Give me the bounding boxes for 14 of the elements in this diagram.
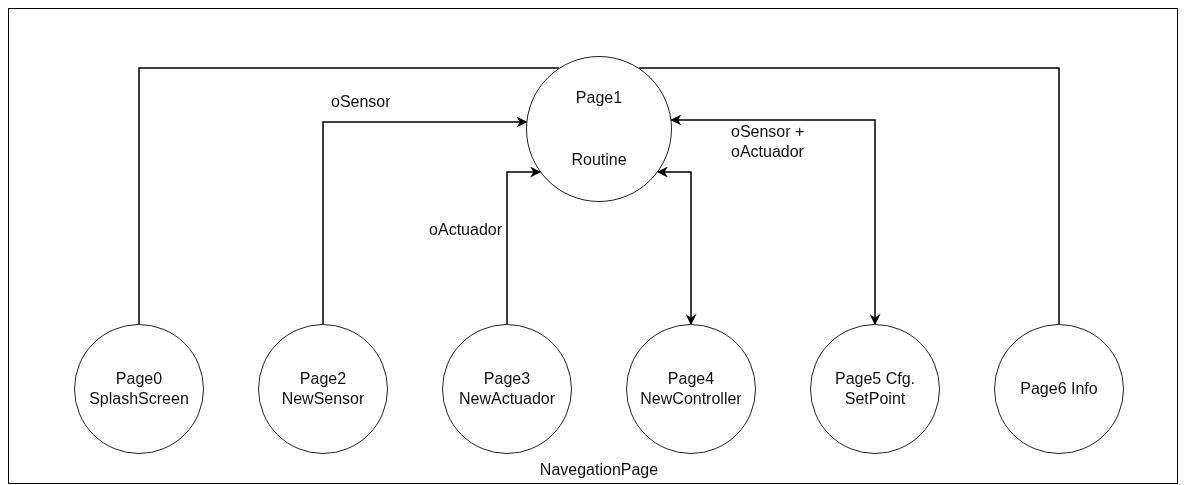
page-label: Page6 Info bbox=[1020, 379, 1098, 399]
page-label: Page5 Cfg. SetPoint bbox=[833, 369, 917, 409]
arrow bbox=[656, 166, 697, 326]
page-label: Page2 NewSensor bbox=[280, 369, 366, 409]
page-label: Page3 NewActuador bbox=[457, 369, 556, 409]
page-label: Routine bbox=[571, 150, 627, 170]
frame-box bbox=[8, 8, 1178, 484]
arrow bbox=[670, 114, 881, 326]
arrow bbox=[506, 166, 542, 325]
page-label: Page4 NewController bbox=[639, 369, 743, 409]
arrow bbox=[322, 116, 528, 325]
page-label: Page0 SplashScreen bbox=[88, 369, 190, 409]
page-label: Page1 bbox=[575, 88, 623, 108]
frame-title: NavegationPage bbox=[539, 461, 659, 479]
